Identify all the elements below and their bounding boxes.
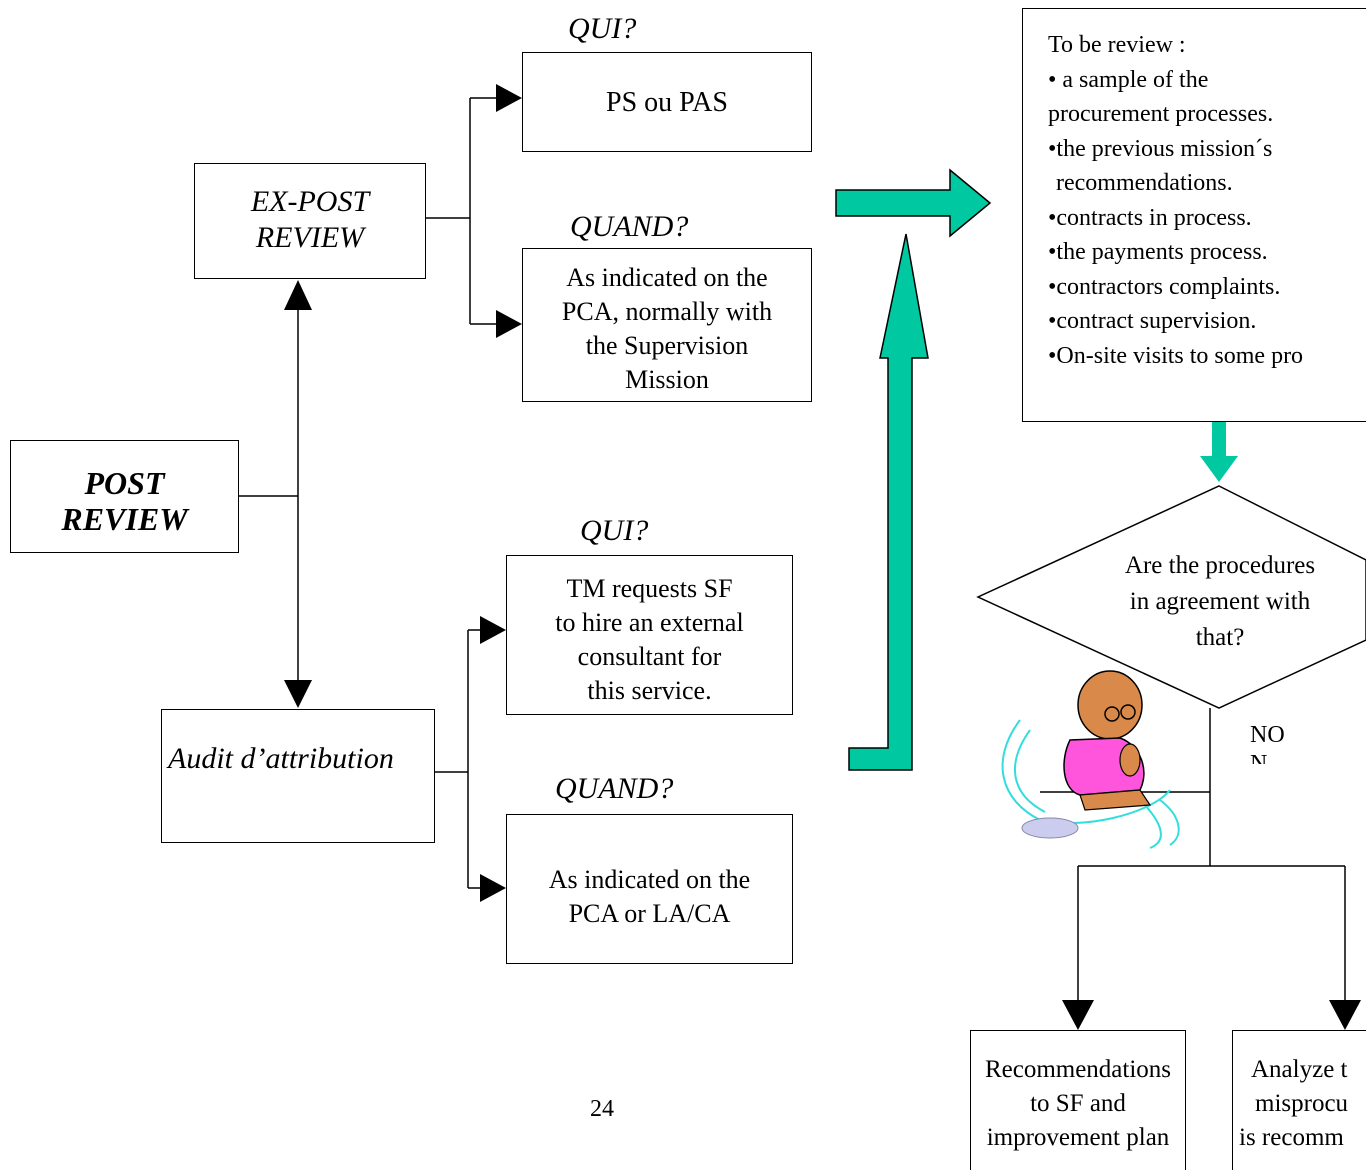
audit-label: Audit d’attribution: [168, 742, 394, 775]
review-line: •contract supervision.: [1048, 308, 1257, 334]
decision-line: Are the procedures: [1124, 552, 1316, 579]
decision-line: that?: [1195, 624, 1245, 651]
arrow-down-icon: [1329, 1000, 1361, 1030]
review-line: •the previous mission´s: [1048, 135, 1273, 162]
review-line: •contracts in process.: [1048, 204, 1252, 231]
arrow-right-icon: [496, 84, 522, 112]
analyze-line: misprocu: [1255, 1090, 1349, 1117]
review-list-box: [1022, 8, 1366, 422]
post-review-line1: POST: [84, 465, 165, 501]
review-line: •the payments process.: [1048, 239, 1268, 265]
qui1-box: PS ou PAS: [522, 52, 812, 152]
qui1-header: QUI?: [568, 12, 637, 45]
qui2-header: QUI?: [580, 514, 649, 547]
quand2-box: As indicated on the PCA or LA/CA: [506, 814, 793, 964]
analyze-line: is recomm: [1239, 1124, 1344, 1151]
post-review-line2: REVIEW: [61, 501, 188, 537]
audit-box: Audit d’attribution: [161, 709, 435, 843]
qui2-line: to hire an external: [555, 608, 744, 637]
arrow-right-icon: [480, 874, 506, 902]
decision-diamond: [976, 485, 1366, 709]
ex-post-line2: REVIEW: [255, 221, 365, 254]
arrow-up-icon: [284, 280, 312, 310]
no-label: NO: [1250, 722, 1285, 748]
post-review-box: POST REVIEW: [10, 440, 239, 553]
quand1-box: As indicated on the PCA, normally with t…: [522, 248, 812, 402]
qui2-line: TM requests SF: [566, 574, 733, 603]
quand1-line: As indicated on the: [566, 263, 768, 292]
rec-line: Recommendations: [984, 1056, 1172, 1083]
quand2-line: PCA or LA/CA: [568, 899, 731, 928]
worried-man-clipart-icon: [1001, 670, 1180, 849]
review-line: recommendations.: [1056, 170, 1233, 196]
qui2-box: TM requests SF to hire an external consu…: [506, 555, 793, 715]
green-arrow-right-icon: [835, 168, 992, 238]
review-line: •On-site visits to some pro: [1048, 342, 1304, 369]
review-line: procurement processes.: [1048, 101, 1274, 127]
arrow-down-icon: [284, 680, 312, 708]
qui2-line: this service.: [587, 676, 712, 705]
ex-post-review-box: EX-POST REVIEW: [194, 163, 426, 279]
review-list: To be review : • a sample of the procure…: [1048, 28, 1366, 373]
green-arrow-up-icon: [848, 233, 929, 771]
rec-line: to SF and: [1030, 1090, 1126, 1117]
qui1-body: PS ou PAS: [606, 87, 728, 118]
arrow-right-icon: [496, 310, 522, 338]
decision-text: Are the procedures in agreement with tha…: [1100, 548, 1340, 656]
review-line: •contractors complaints.: [1048, 273, 1281, 300]
arrow-right-icon: [480, 616, 506, 644]
review-line: To be review :: [1048, 32, 1186, 58]
quand1-line: Mission: [625, 365, 709, 394]
review-line: • a sample of the: [1048, 66, 1209, 93]
decision-line: in agreement with: [1129, 588, 1311, 615]
ex-post-line1: EX-POST: [250, 185, 370, 218]
quand1-header: QUAND?: [570, 210, 689, 243]
analyze-box: Analyze t misprocu is recomm: [1232, 1030, 1366, 1170]
green-arrow-down-icon: [1200, 456, 1238, 482]
page-number: 24: [590, 1096, 614, 1122]
quand2-header: QUAND?: [555, 772, 674, 805]
quand1-line: the Supervision: [585, 331, 749, 360]
qui2-line: consultant for: [577, 642, 722, 671]
quand1-line: PCA, normally with: [561, 297, 773, 326]
no-label-cut: N: [1250, 752, 1267, 764]
analyze-line: Analyze t: [1251, 1056, 1348, 1083]
rec-line: improvement plan: [986, 1124, 1170, 1151]
quand2-line: As indicated on the: [548, 865, 751, 894]
recommendations-box: Recommendations to SF and improvement pl…: [970, 1030, 1186, 1170]
arrow-down-icon: [1062, 1000, 1094, 1030]
